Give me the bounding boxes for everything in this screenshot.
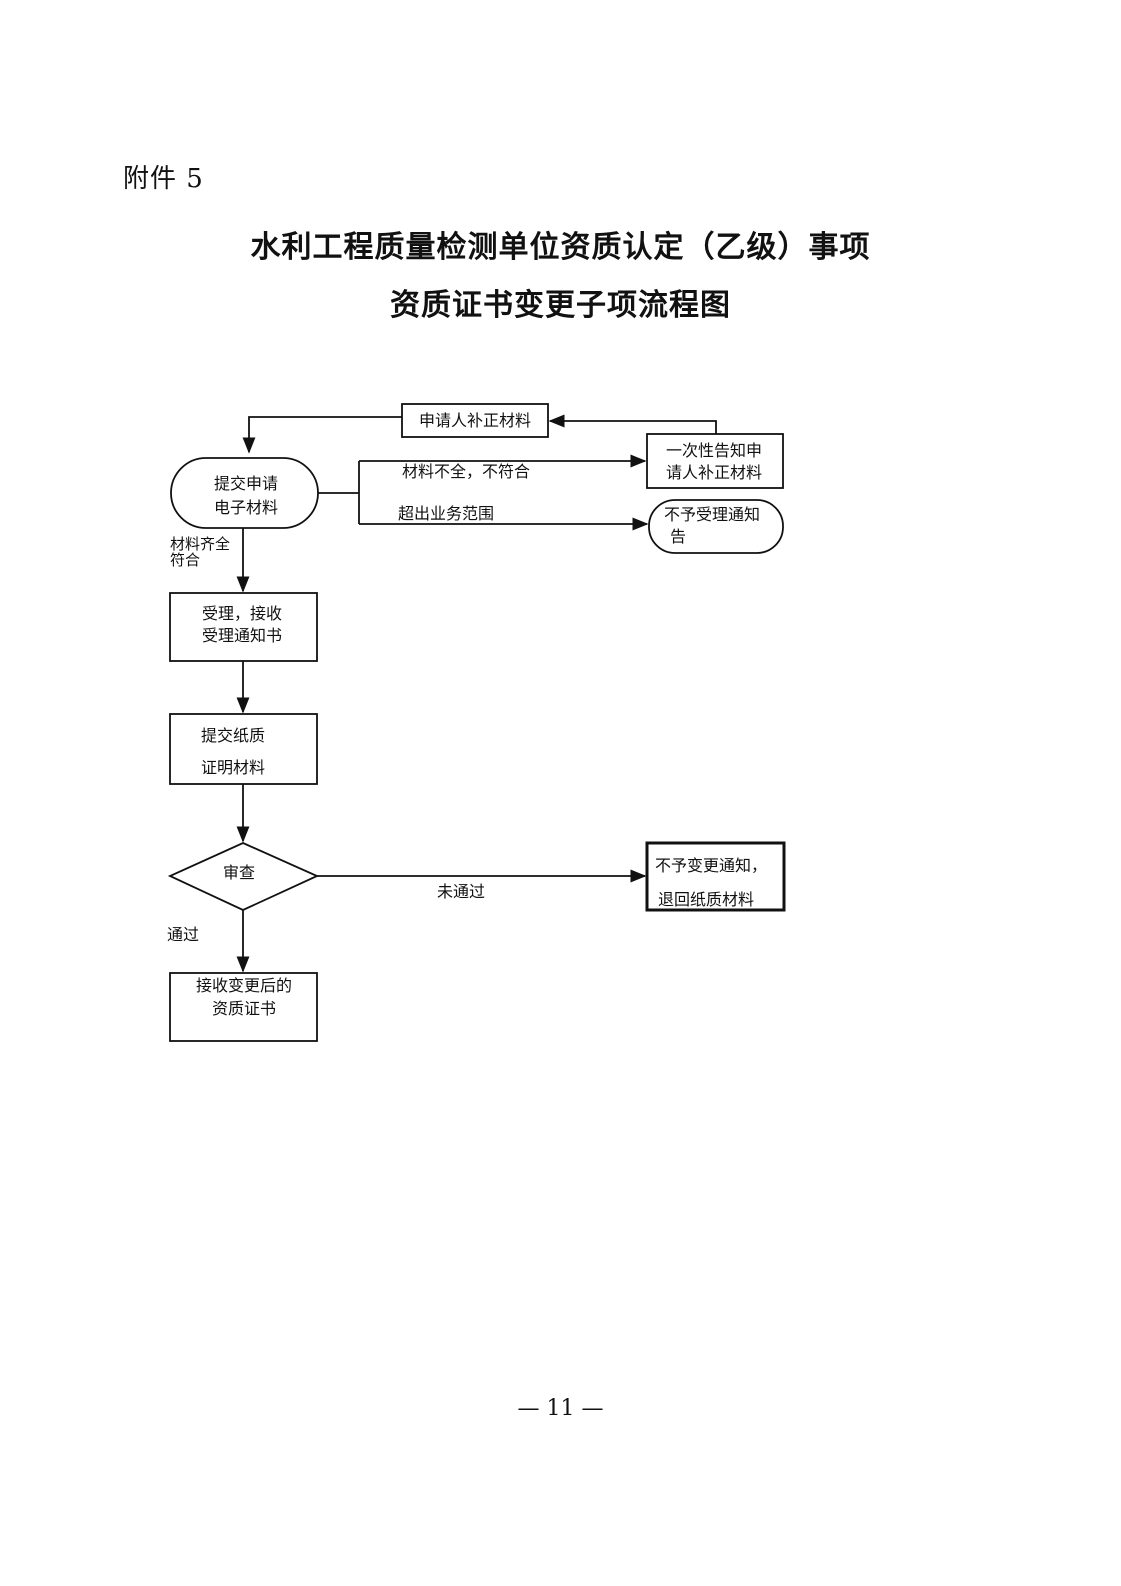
node-accept-label-1: 受理，接收	[202, 604, 282, 623]
node-review: 审查	[167, 842, 320, 911]
document-subtitle: 资质证书变更子项流程图	[390, 288, 731, 323]
edge-supplement-to-submit	[242, 416, 402, 454]
node-denied-label-1: 不予变更通知，	[655, 856, 767, 875]
node-receive-label-2: 资质证书	[212, 999, 276, 1018]
node-supplement-label: 申请人补正材料	[419, 411, 531, 430]
node-paper-label-2: 证明材料	[201, 758, 265, 777]
node-accept: 受理，接收 受理通知书	[169, 592, 318, 662]
node-notify-label-1: 一次性告知申	[666, 441, 762, 460]
node-review-label: 审查	[223, 863, 255, 882]
node-receive-certificate: 接收变更后的 资质证书	[169, 972, 318, 1042]
attachment-label: 附件 5	[123, 164, 204, 194]
node-submit-label-2: 电子材料	[214, 498, 278, 517]
page-number: — 11 —	[517, 1396, 604, 1421]
node-denied-notice: 不予变更通知， 退回纸质材料	[645, 841, 786, 912]
edge-label-not-passed: 未通过	[437, 882, 485, 901]
node-reject-label-1: 不予受理通知	[664, 505, 760, 524]
edge-label-complete-2: 符合	[170, 551, 200, 569]
document-title: 水利工程质量检测单位资质认定（乙级）事项	[250, 230, 871, 265]
node-submit-paper: 提交纸质 证明材料	[169, 713, 318, 785]
edge-label-incomplete: 材料不全，不符合	[402, 462, 530, 481]
node-receive-label-1: 接收变更后的	[196, 976, 292, 995]
node-denied-label-2: 退回纸质材料	[658, 890, 754, 909]
node-reject-notice: 不予受理通知 告	[648, 499, 784, 554]
edge-label-complete-1: 材料齐全	[170, 535, 230, 553]
node-supplement-materials: 申请人补正材料	[401, 403, 549, 438]
node-reject-label-2: 告	[670, 527, 686, 546]
node-accept-label-2: 受理通知书	[202, 626, 282, 645]
edge-notify-to-supplement	[548, 414, 717, 434]
node-submit-label-1: 提交申请	[214, 474, 278, 493]
node-submit-application: 提交申请 电子材料	[170, 457, 319, 529]
edge-label-out-of-scope: 超出业务范围	[398, 504, 494, 523]
edge-label-passed: 通过	[167, 925, 199, 944]
node-paper-label-1: 提交纸质	[201, 726, 265, 745]
node-notify-label-2: 请人补正材料	[666, 463, 762, 482]
node-notify-supplement: 一次性告知申 请人补正材料	[646, 433, 784, 489]
